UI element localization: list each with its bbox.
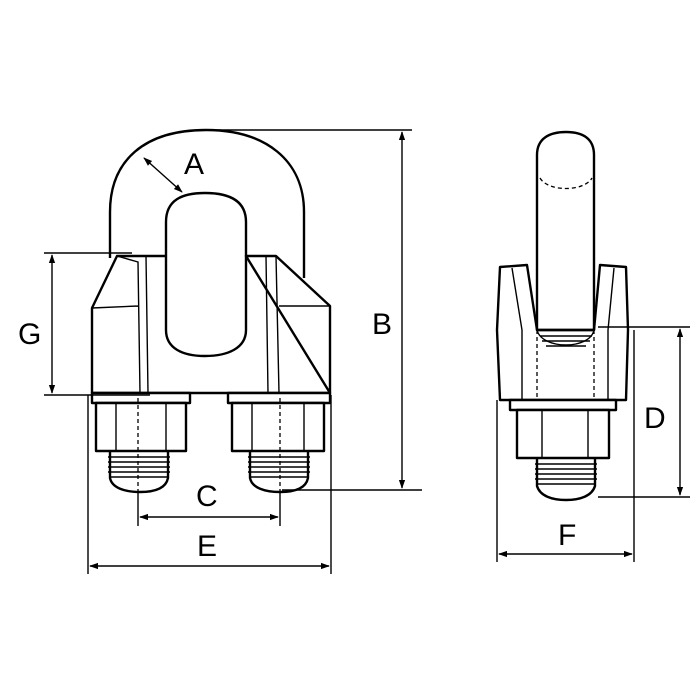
bend-hidden-line [539, 177, 593, 190]
saddle-inner-left [91, 255, 141, 394]
u-bolt-inner-slot [164, 191, 248, 358]
nut-right [230, 401, 326, 453]
groove-hatch [540, 335, 592, 347]
saddle-inner-mid-left [145, 255, 149, 394]
nut-left [94, 401, 188, 453]
u-bolt-leg [535, 130, 596, 332]
label-f: F [558, 519, 576, 552]
saddle-side-body [495, 263, 630, 402]
dim-a-arrow [143, 157, 183, 193]
saddle-body [90, 254, 332, 395]
label-c: C [196, 480, 218, 513]
label-e: E [197, 530, 217, 563]
side-view [495, 130, 630, 502]
saddle-side-inner [511, 267, 615, 400]
side-thread [535, 458, 597, 502]
side-washer [508, 398, 618, 412]
rope-groove [536, 329, 595, 346]
label-g: G [18, 318, 41, 351]
label-b: B [372, 308, 392, 341]
side-nut [515, 408, 611, 460]
front-view [90, 128, 332, 494]
label-a: A [184, 148, 204, 181]
saddle-inner-right [265, 255, 330, 394]
label-d: D [644, 402, 666, 435]
thread-left [108, 451, 170, 494]
thread-right [248, 451, 310, 494]
washer-right [226, 391, 332, 405]
dimensions: A B G C E D F [18, 129, 690, 574]
